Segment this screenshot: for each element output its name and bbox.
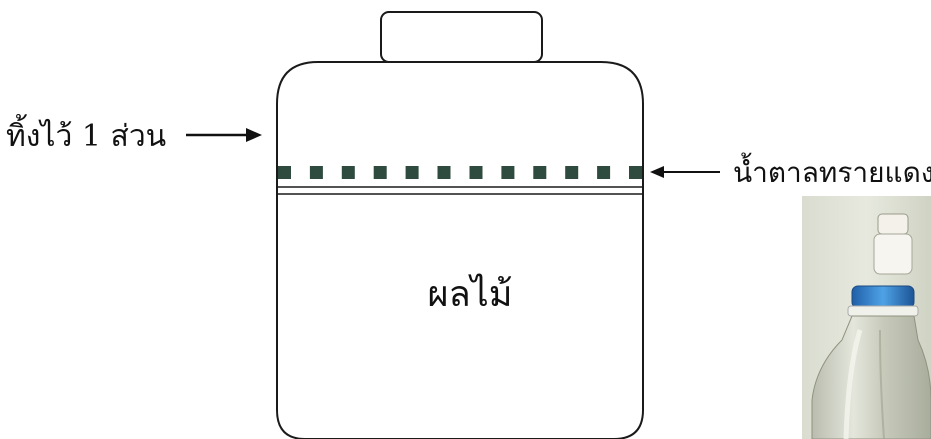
inner-cap <box>878 214 908 234</box>
sugar-square <box>470 166 483 179</box>
sugar-square <box>438 166 451 179</box>
sugar-square <box>629 166 642 179</box>
fruit-label: ผลไม้ <box>428 273 513 315</box>
left-arrow-head <box>246 128 262 142</box>
sugar-square <box>501 166 514 179</box>
right-label: น้ำตาลทรายแดง <box>733 152 931 189</box>
jar-body <box>277 62 643 439</box>
inner-neck <box>874 234 912 274</box>
sugar-square <box>310 166 323 179</box>
sugar-square <box>374 166 387 179</box>
cap-ring <box>848 306 918 316</box>
sugar-square <box>565 166 578 179</box>
sugar-square <box>278 166 291 179</box>
sugar-square <box>406 166 419 179</box>
blue-cap <box>852 286 914 308</box>
sugar-square <box>597 166 610 179</box>
jar-lid <box>381 12 542 62</box>
sugar-square <box>342 166 355 179</box>
left-label: ทิ้งไว้ 1 ส่วน <box>6 114 166 154</box>
right-arrow-head <box>650 166 664 178</box>
plastic-bottle-photo <box>802 196 931 439</box>
sugar-square <box>533 166 546 179</box>
